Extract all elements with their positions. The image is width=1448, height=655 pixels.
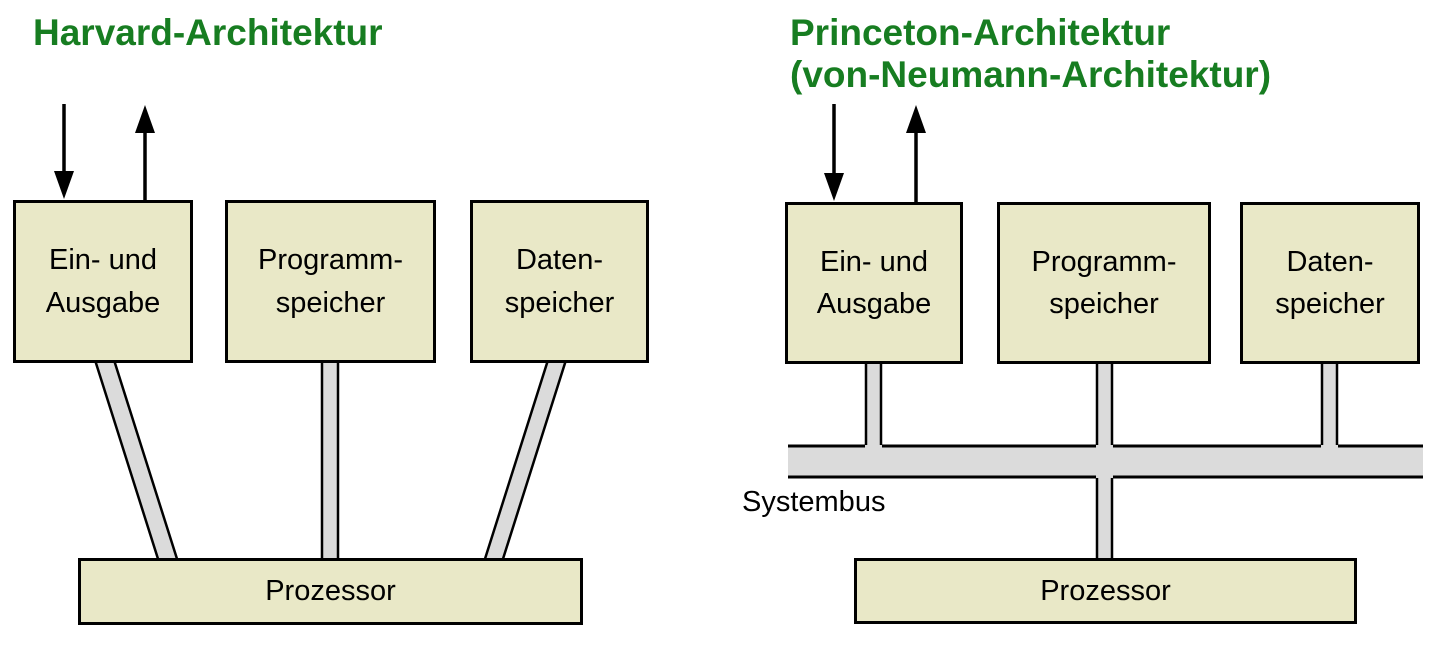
princeton-program-bus-connector (1095, 360, 1114, 449)
princeton-processor-box: Prozessor (854, 558, 1357, 624)
princeton-program-box-label-line1: Programm- (1031, 245, 1177, 278)
harvard-processor-box: Prozessor (78, 558, 583, 625)
princeton-bus-processor-connector (1095, 475, 1114, 562)
harvard-io-processor-connector (93, 358, 180, 564)
princeton-output-arrow-icon (906, 105, 926, 202)
princeton-data-memory-box: Daten- speicher (1240, 202, 1420, 364)
harvard-processor-label: Prozessor (265, 575, 396, 607)
harvard-program-box-label-line2: speicher (275, 286, 386, 319)
princeton-io-bus-connector (864, 360, 883, 449)
harvard-data-box-label-line2: speicher (504, 286, 615, 319)
harvard-program-box-label-line1: Programm- (257, 244, 403, 277)
harvard-data-processor-connector (482, 358, 568, 564)
princeton-program-memory-box: Programm- speicher (997, 202, 1211, 364)
princeton-program-box-label-line2: speicher (1049, 288, 1159, 320)
harvard-data-memory-box: Daten- speicher (470, 200, 649, 363)
princeton-title: Princeton-Architektur (von-Neumann-Archi… (790, 12, 1271, 96)
harvard-output-arrow-icon (135, 105, 155, 200)
harvard-input-arrow-icon (54, 104, 74, 199)
harvard-io-box: Ein- und Ausgabe (13, 200, 193, 363)
systembus-bar (788, 446, 1423, 477)
princeton-io-box-label-line1: Ein- und (819, 245, 928, 278)
harvard-io-box-label-line1: Ein- und (48, 244, 157, 277)
harvard-data-box-label-line1: Daten- (515, 244, 604, 277)
princeton-data-bus-connector (1320, 360, 1339, 449)
princeton-title-line2: (von-Neumann-Architektur) (790, 54, 1272, 96)
princeton-data-box-label-line2: speicher (1275, 288, 1385, 320)
princeton-title-line1: Princeton-Architektur (790, 12, 1171, 53)
harvard-title: Harvard-Architektur (33, 12, 383, 53)
harvard-io-box-label-line2: Ausgabe (45, 286, 161, 319)
princeton-input-arrow-icon (824, 104, 844, 201)
princeton-data-box-label-line1: Daten- (1286, 245, 1374, 278)
princeton-processor-label: Prozessor (1040, 574, 1171, 607)
systembus-label: Systembus (742, 486, 886, 518)
harvard-program-processor-connector (320, 358, 340, 564)
princeton-io-box: Ein- und Ausgabe (785, 202, 963, 364)
princeton-io-box-label-line2: Ausgabe (816, 288, 932, 320)
harvard-program-memory-box: Programm- speicher (225, 200, 436, 363)
